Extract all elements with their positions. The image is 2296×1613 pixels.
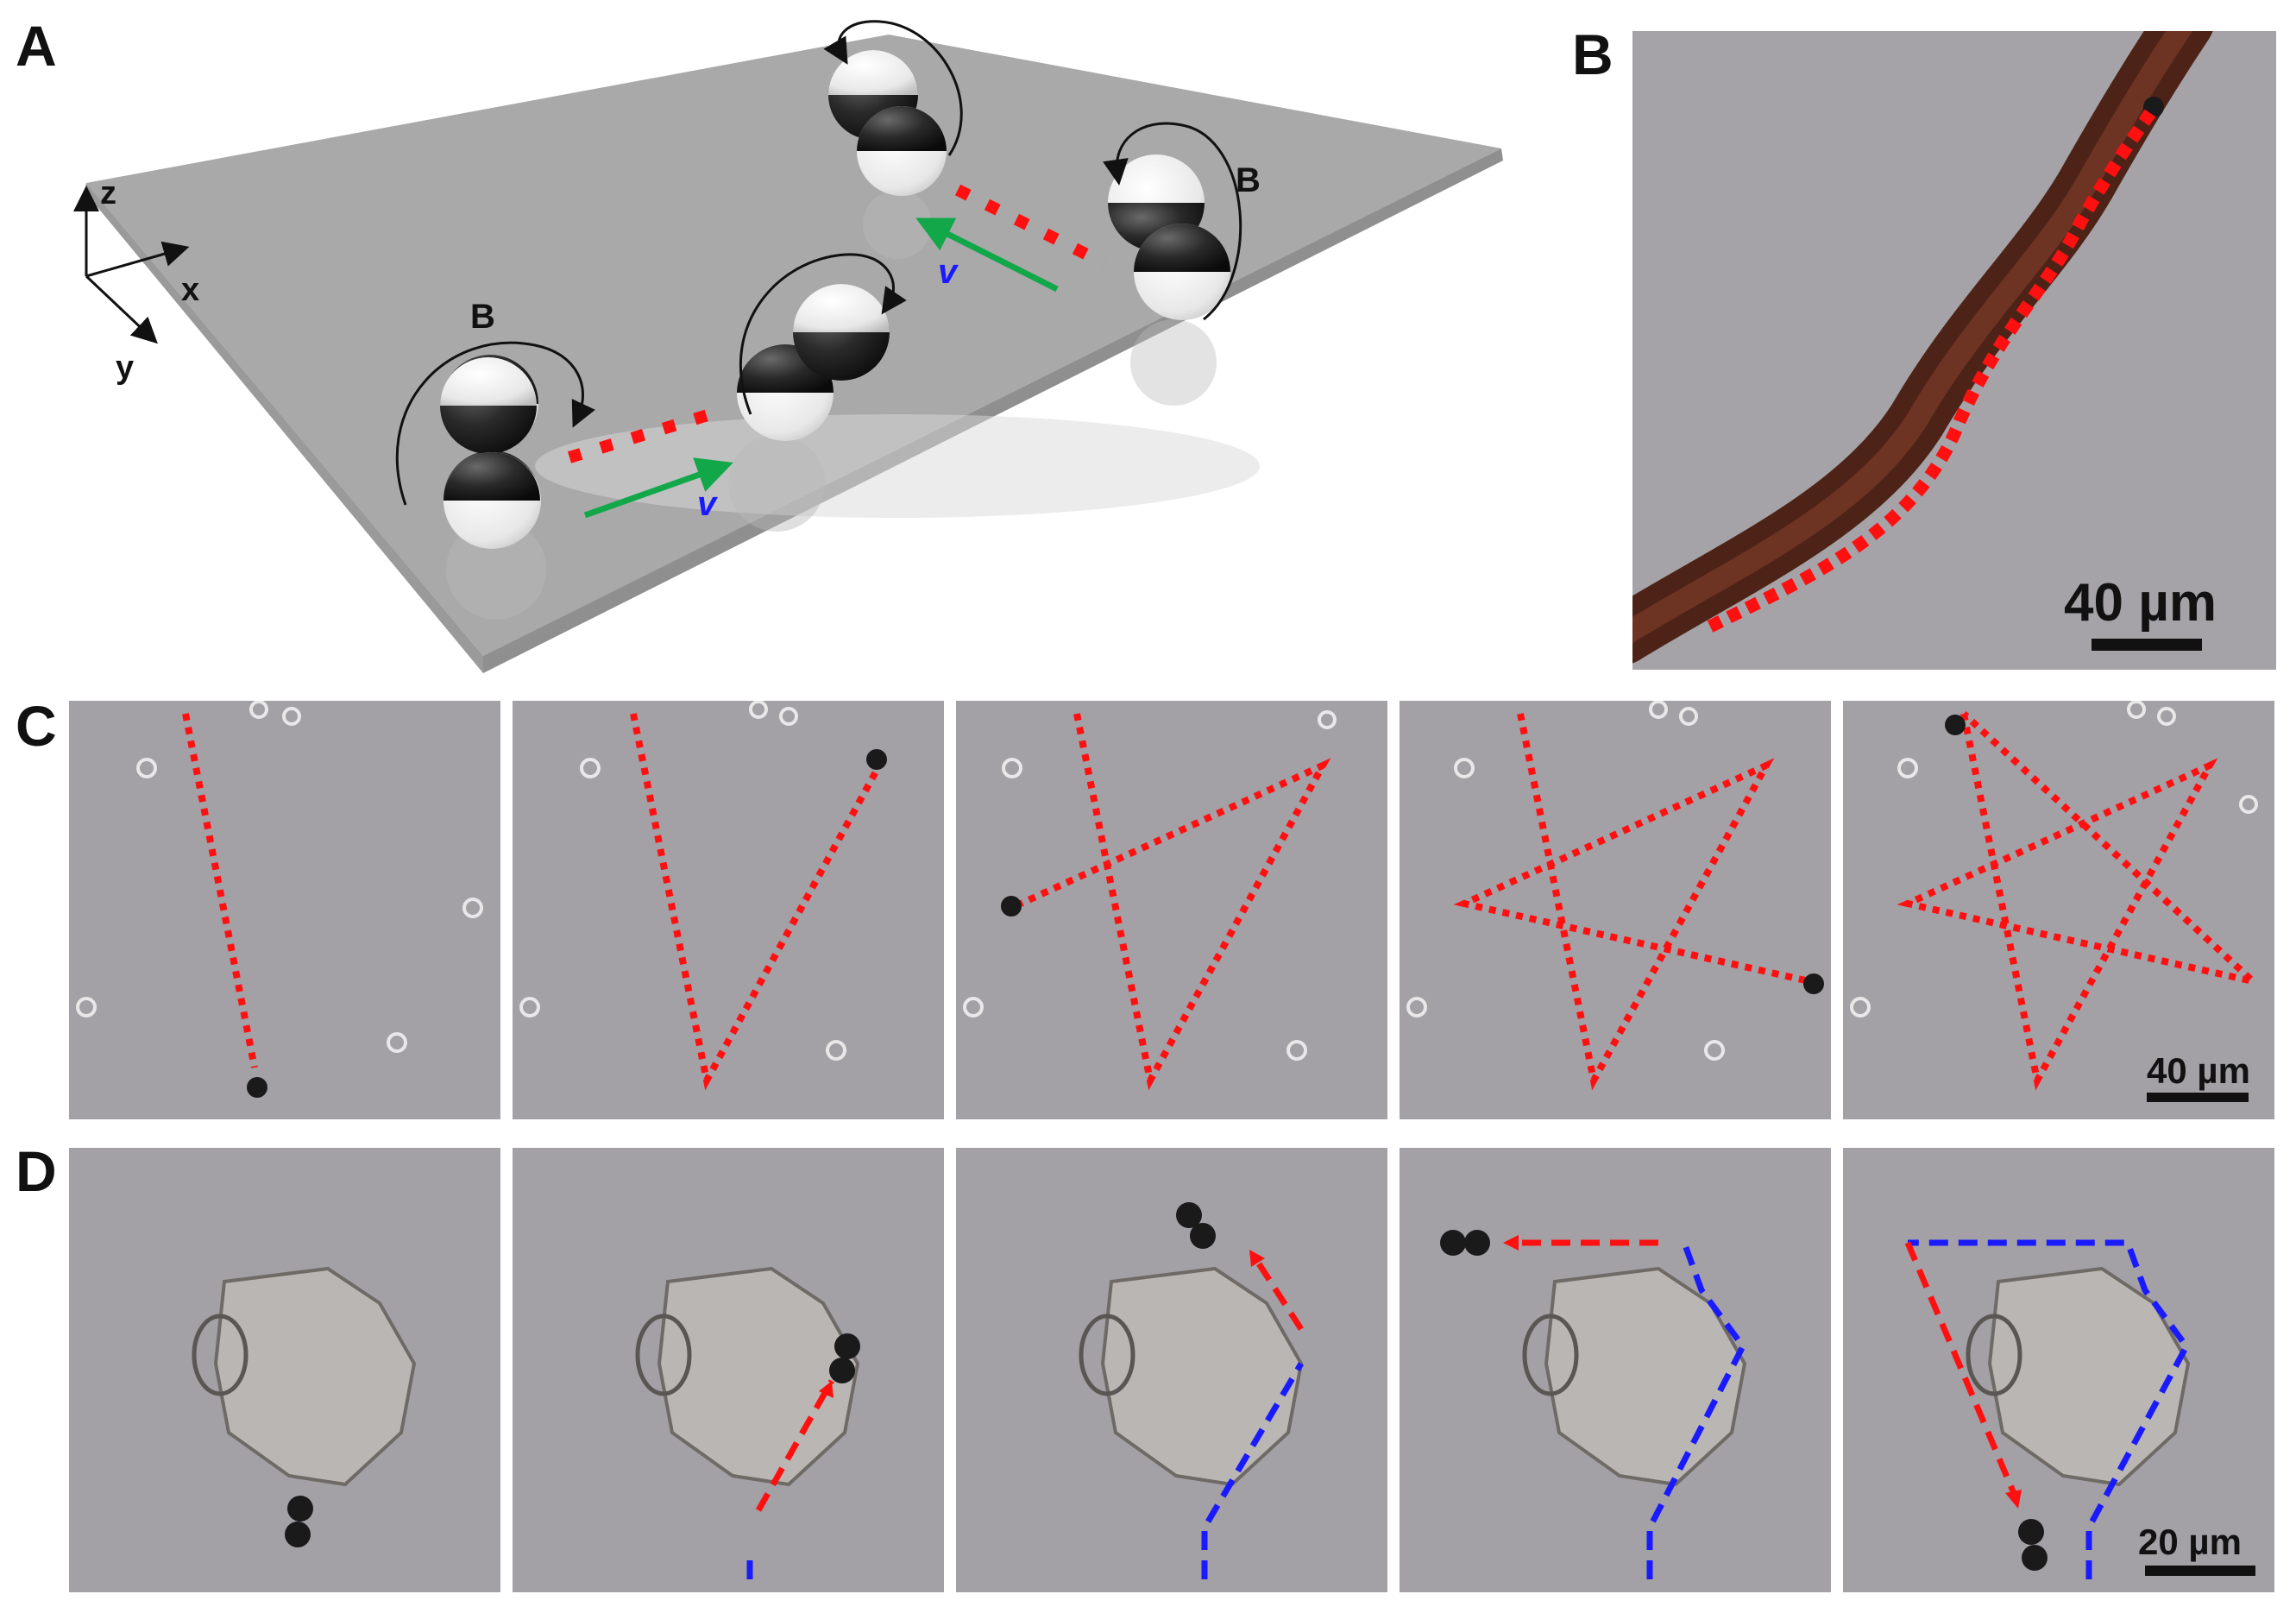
microrobot: [1176, 1202, 1202, 1228]
microrobot: [2018, 1519, 2044, 1545]
panel-d-frame-3: [956, 1148, 1387, 1592]
cell: [1987, 1266, 2191, 1487]
velocity-label-1: v: [697, 485, 719, 523]
scale-bar-c: [2147, 1093, 2249, 1102]
microrobot: [287, 1496, 313, 1522]
axes-triad: [73, 186, 190, 344]
panel-c-frame-4: [1400, 701, 1831, 1119]
axis-label-y: y: [116, 350, 134, 386]
panel-b-micrograph: 40 µm: [1632, 31, 2276, 670]
scale-bar-b: [2092, 639, 2202, 651]
panel-c-frame-5: 40 µm: [1843, 701, 2274, 1119]
field-label-b-right: B: [1236, 161, 1261, 199]
microrobot: [834, 1333, 860, 1359]
path-segment-1: [567, 406, 719, 463]
panel-label-a: A: [16, 14, 57, 78]
panel-label-d: D: [16, 1139, 57, 1203]
scale-bar-label-d: 20 µm: [2138, 1522, 2242, 1562]
cell: [1100, 1266, 1304, 1487]
panel-a-schematic: z x y B: [73, 20, 1503, 673]
velocity-arrow-1: [583, 457, 733, 519]
microrobot: [247, 1077, 267, 1098]
microrobot-dimer-top: [828, 50, 947, 196]
trajectory-path: [630, 713, 883, 1091]
panel-c-frame-2: [513, 701, 944, 1119]
trajectory-path: [1453, 713, 1810, 1091]
trajectory-path-blue: [1646, 1241, 1747, 1579]
trajectory-path-red: [1251, 1254, 1304, 1331]
trajectory-path-red: [755, 1379, 835, 1512]
microrobot-dimer-center: [737, 284, 890, 441]
panel-label-c: C: [16, 694, 57, 758]
trajectory-path: [1019, 713, 1331, 1091]
trajectory-path-blue: [1201, 1362, 1305, 1579]
cell: [213, 1266, 417, 1487]
microrobot: [1001, 896, 1022, 917]
trajectory-path: [182, 713, 258, 1068]
velocity-label-2: v: [938, 253, 959, 291]
panel-d-frame-4: [1400, 1148, 1831, 1592]
axis-label-x: x: [181, 272, 199, 308]
trajectory-path-blue: [1908, 1239, 2191, 1579]
velocity-arrow-2: [915, 217, 1059, 293]
trajectory-path: [1707, 109, 2156, 633]
panel-c-frame-1: [69, 701, 500, 1119]
cell: [657, 1266, 860, 1487]
scale-bar-label-c: 40 µm: [2147, 1050, 2250, 1091]
panel-d-frame-5: 20 µm: [1843, 1148, 2274, 1592]
cell: [1544, 1266, 1747, 1487]
microrobot: [1803, 973, 1824, 994]
microrobot: [1440, 1230, 1466, 1256]
panel-d-frame-2: [513, 1148, 944, 1592]
panel-c-frame-3: [956, 701, 1387, 1119]
trajectory-path-red: [1904, 1241, 2019, 1499]
panel-label-b: B: [1572, 22, 1613, 86]
scale-bar-label-b: 40 µm: [2064, 573, 2217, 633]
scale-bar-d: [2145, 1566, 2255, 1576]
axis-label-z: z: [100, 175, 116, 211]
field-label-b-left: B: [470, 298, 495, 336]
microrobot-dimer-right: [1108, 154, 1230, 320]
path-segment-2: [954, 184, 1108, 269]
trajectory-path: [1897, 711, 2265, 1091]
microrobot: [866, 749, 887, 770]
hair-fiber: [1632, 31, 2213, 664]
microrobot: [1945, 715, 1966, 735]
panel-d-frame-1: [69, 1148, 500, 1592]
